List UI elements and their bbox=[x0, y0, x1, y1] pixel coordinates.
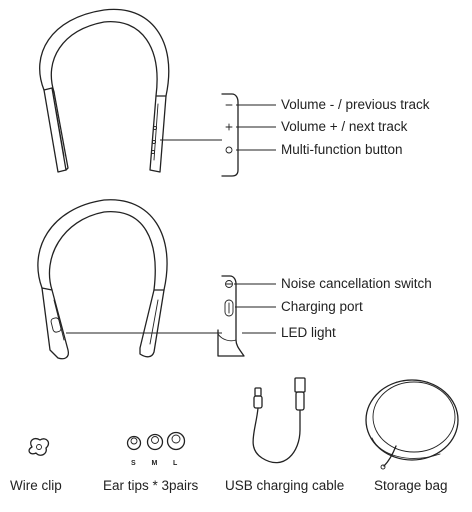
callout-volume-up: Volume + / next track bbox=[281, 119, 408, 134]
noise-switch-icon bbox=[225, 280, 233, 288]
ear-tip-size-s: S bbox=[131, 460, 136, 467]
wire-clip-icon bbox=[28, 437, 50, 456]
storage-bag-icon bbox=[365, 379, 459, 470]
control-strip-top bbox=[221, 93, 276, 177]
control-strip-bottom bbox=[217, 275, 276, 357]
usb-cable-icon bbox=[252, 377, 306, 464]
callout-charging-port: Charging port bbox=[281, 299, 363, 314]
multi-function-icon bbox=[225, 146, 233, 154]
neckband-bottom-illustration bbox=[37, 199, 222, 360]
plus-icon bbox=[225, 123, 233, 131]
caption-wire-clip: Wire clip bbox=[10, 478, 62, 493]
neckband-top-illustration bbox=[39, 8, 222, 173]
callout-multi-function: Multi-function button bbox=[281, 142, 403, 157]
caption-usb-cable: USB charging cable bbox=[225, 478, 345, 493]
ear-tip-size-l: L bbox=[173, 460, 178, 467]
callout-volume-down: Volume - / previous track bbox=[281, 97, 430, 112]
charging-port-icon bbox=[224, 299, 234, 317]
callout-noise-cancellation: Noise cancellation switch bbox=[281, 276, 432, 291]
ear-tip-size-m: M bbox=[152, 460, 158, 467]
caption-ear-tips: Ear tips * 3pairs bbox=[103, 478, 199, 493]
ear-tips-icon: S M L bbox=[126, 431, 186, 467]
callout-led-light: LED light bbox=[281, 325, 336, 340]
caption-storage-bag: Storage bag bbox=[374, 478, 448, 493]
